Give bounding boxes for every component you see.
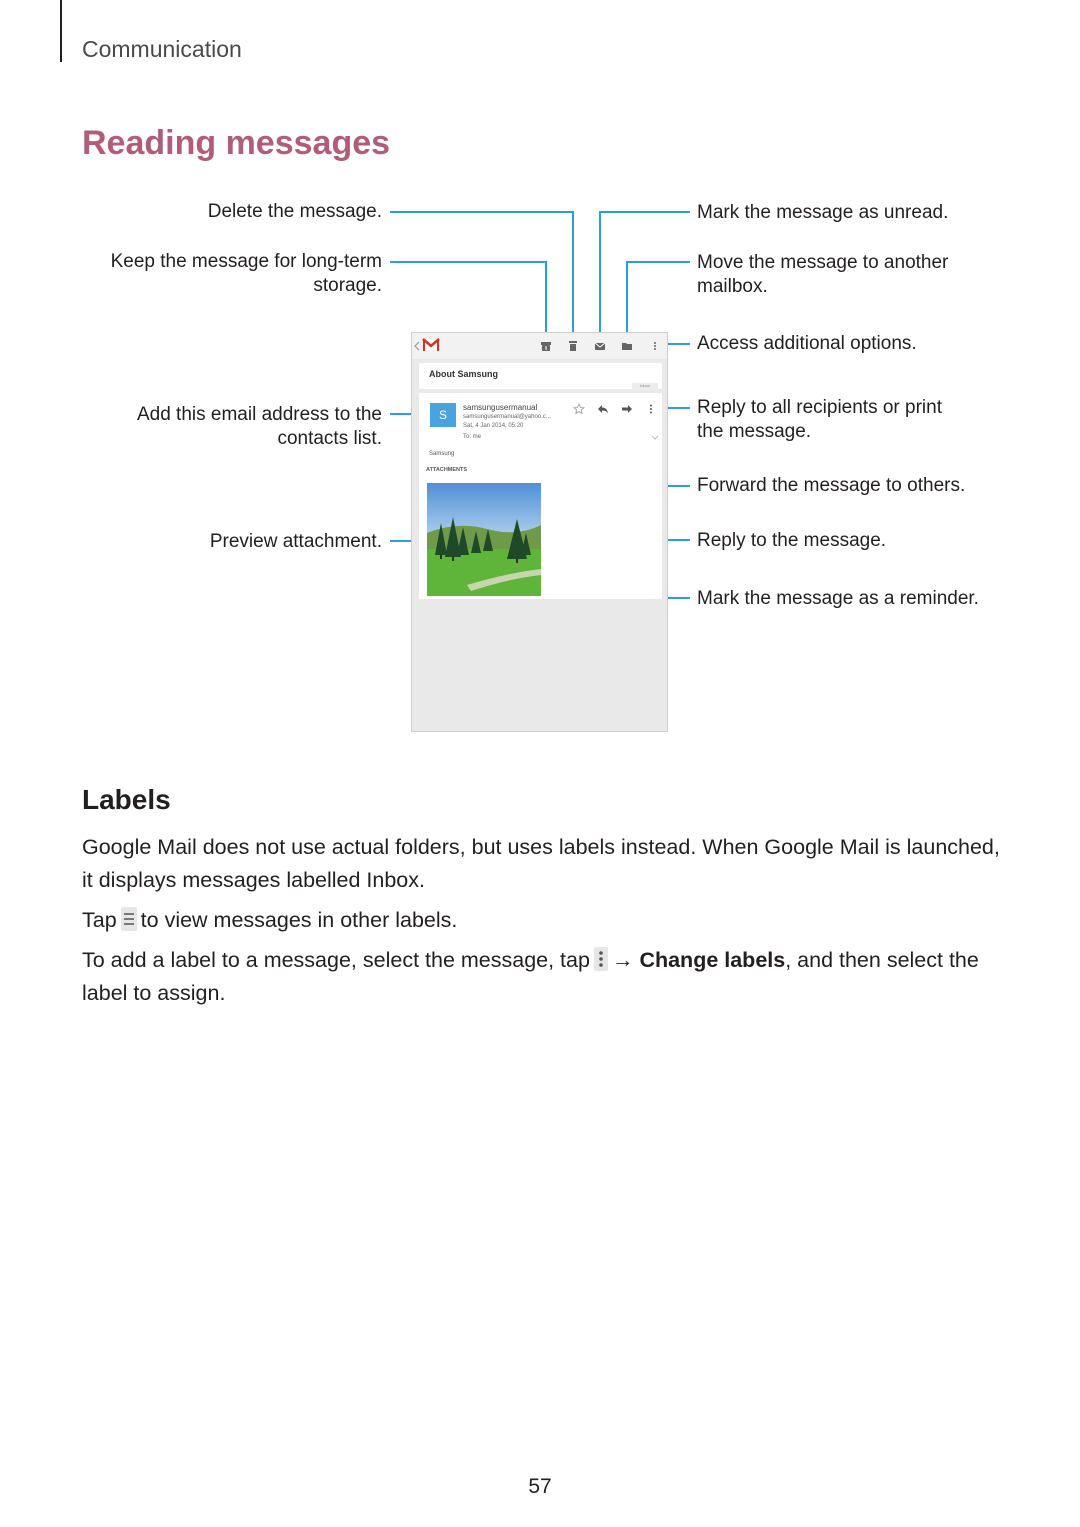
archive-icon[interactable]: [540, 340, 552, 352]
page-number: 57: [528, 1475, 552, 1498]
label-chip[interactable]: Inbox: [632, 383, 658, 391]
callout-move: Move the message to another mailbox.: [697, 252, 949, 297]
para2-pre: Tap: [82, 908, 117, 932]
callout-preview: Preview attachment.: [209, 531, 382, 552]
callout-reply-all: Reply to all recipients or print the mes…: [697, 397, 942, 442]
labels-paragraph-2: Tap to view messages in other labels.: [82, 904, 1002, 937]
subject-card: About Samsung: [419, 363, 662, 389]
callout-archive: Keep the message for long-term storage.: [110, 251, 382, 296]
back-icon[interactable]: [414, 341, 420, 351]
callout-forward: Forward the message to others.: [697, 475, 966, 496]
para3-post: , and then select the label to assign.: [82, 948, 979, 1005]
trash-icon[interactable]: [567, 340, 579, 352]
callout-delete: Delete the message.: [207, 201, 382, 222]
overflow-menu-icon[interactable]: [649, 340, 661, 352]
reply-icon[interactable]: [597, 403, 609, 415]
phone-screenshot: About Samsung Inbox S samsungusermanual …: [411, 332, 668, 732]
para3-pre: To add a label to a message, select the …: [82, 948, 590, 972]
landscape-image: [427, 483, 541, 596]
email-subject: About Samsung: [429, 369, 498, 379]
callout-reminder: Mark the message as a reminder.: [697, 588, 979, 609]
callout-unread: Mark the message as unread.: [697, 202, 949, 223]
section-header: Communication: [82, 36, 242, 62]
para3-arrow: →: [611, 948, 634, 972]
star-icon[interactable]: [573, 403, 585, 415]
message-date: Sat, 4 Jan 2014, 05:20: [463, 423, 524, 429]
mark-unread-icon[interactable]: [594, 340, 606, 352]
para2-post: to view messages in other labels.: [140, 908, 458, 932]
recipient: To: me: [463, 434, 482, 440]
folder-icon[interactable]: [621, 340, 633, 352]
expand-chevron-icon[interactable]: [651, 435, 659, 441]
page-title: Reading messages: [82, 124, 391, 162]
change-labels-term: Change labels: [639, 948, 786, 972]
menu-lines-icon: [120, 907, 137, 931]
attachment-thumbnail[interactable]: [427, 483, 541, 596]
gmail-logo-icon: [422, 338, 440, 352]
callout-options: Access additional options.: [697, 333, 917, 354]
labels-heading: Labels: [82, 784, 171, 815]
header-rule: [60, 0, 62, 62]
sender-name: samsungusermanual: [463, 403, 538, 412]
callout-add-contact: Add this email address to the contacts l…: [136, 404, 382, 449]
attachments-heading: ATTACHMENTS: [426, 467, 468, 473]
callout-reply: Reply to the message.: [697, 530, 887, 551]
more-vertical-icon: [593, 947, 608, 971]
message-body: Samsung: [429, 451, 455, 457]
sender-email: samsungusermanual@yahoo.c...: [463, 414, 551, 420]
message-options-icon[interactable]: [645, 403, 657, 415]
labels-paragraph-3: To add a label to a message, select the …: [82, 944, 1002, 1010]
mail-toolbar: [412, 333, 667, 359]
message-card: S samsungusermanual samsungusermanual@ya…: [419, 393, 662, 599]
forward-icon[interactable]: [621, 403, 633, 415]
labels-paragraph-1: Google Mail does not use actual folders,…: [82, 835, 1000, 892]
sender-avatar[interactable]: S: [430, 403, 456, 427]
